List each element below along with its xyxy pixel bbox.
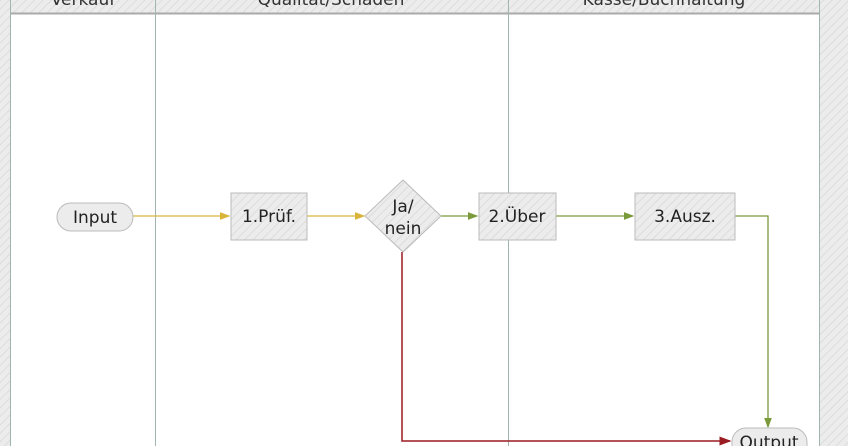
lane-header-qualitaet: Qualität/Schäden	[258, 0, 405, 10]
lane-header-bar	[10, 0, 820, 13]
decision-node[interactable]: Ja/ nein	[364, 179, 442, 253]
svg-text:nein: nein	[385, 219, 422, 239]
svg-text:Output: Output	[739, 433, 798, 446]
input-node[interactable]: Input	[56, 202, 134, 232]
ueber-node[interactable]: 2.Über	[478, 192, 557, 241]
output-node[interactable]: Output	[731, 427, 808, 446]
arrow-no-to-output	[401, 252, 732, 446]
lane-header-verkauf: Verkauf	[51, 0, 116, 10]
arrow-ausz-to-output	[735, 215, 772, 429]
right-border	[820, 0, 848, 446]
svg-text:3.Ausz.: 3.Ausz.	[654, 207, 716, 227]
svg-text:2.Über: 2.Über	[489, 205, 546, 227]
svg-text:Ja/: Ja/	[391, 197, 413, 217]
lane-header-kasse: Kasse/Buchhaltung	[583, 0, 746, 10]
left-border	[0, 0, 10, 446]
ausz-node[interactable]: 3.Ausz.	[634, 192, 736, 241]
svg-text:Input: Input	[73, 208, 117, 228]
pruef-node[interactable]: 1.Prüf.	[230, 192, 308, 241]
svg-text:1.Prüf.: 1.Prüf.	[242, 207, 296, 227]
